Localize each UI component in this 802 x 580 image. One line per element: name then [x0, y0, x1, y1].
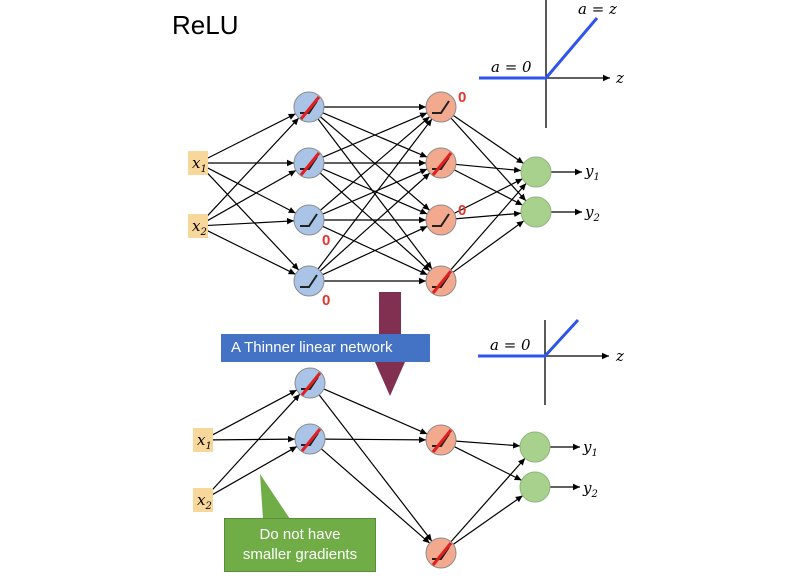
edge-bottom-h2-out	[452, 495, 524, 545]
zero-label-h2-1: 0	[458, 89, 466, 106]
edge-top-in-h1	[204, 117, 300, 220]
edge-bottom-h1-h2	[320, 448, 431, 544]
edge-bottom-h1-h2	[324, 436, 427, 444]
bottom-output-neuron-1	[519, 431, 551, 463]
edge-top-h1-h2	[322, 225, 428, 276]
edge-top-h2-out	[453, 114, 524, 165]
top-hidden1-neuron-3-body	[293, 204, 325, 236]
top-hidden2-neuron-1-body	[425, 91, 457, 123]
active-region-icon	[431, 429, 453, 453]
top-hidden2-neuron-1	[425, 91, 457, 123]
edge-top-in-h1	[206, 169, 297, 222]
top-graph-axis-label-z: z	[615, 69, 624, 87]
zero-label-h2-3: 0	[458, 202, 466, 219]
active-region-icon	[299, 152, 321, 176]
edge-top-in-h1	[206, 113, 296, 160]
edge-top-h2-out	[454, 169, 523, 206]
relu-shape-icon	[300, 213, 318, 227]
top-hidden2-neuron-2	[425, 147, 457, 179]
slide-title: ReLU	[172, 10, 239, 40]
edge-top-h2-out	[450, 117, 527, 202]
edge-top-h2-out	[455, 163, 522, 174]
bottom-input-x1-bg	[193, 428, 213, 452]
bottom-output-label-y2: y2	[582, 479, 598, 500]
edge-top-h1-h2	[320, 116, 430, 211]
edge-top-in-h1	[206, 229, 296, 275]
bottom-hidden2-neuron-2	[425, 537, 457, 569]
bottom-output-label-y1: y1	[582, 438, 598, 459]
network-edges	[204, 103, 582, 545]
callout-line-1: Do not have	[259, 526, 341, 543]
bottom-graph-label-a0: a = 0	[490, 336, 531, 354]
active-region-icon	[300, 372, 322, 396]
top-output-label-y2: y2	[584, 203, 600, 224]
top-hidden2-neuron-4	[425, 265, 457, 297]
edge-bottom-h1-h2	[323, 388, 428, 435]
callout-pointer-icon	[260, 474, 290, 519]
top-input-x1-bg	[188, 151, 208, 175]
top-hidden1-neuron-4	[293, 265, 325, 297]
callout-line-2: smaller gradients	[242, 546, 358, 563]
active-region-icon	[431, 152, 453, 176]
edge-top-in-h1	[206, 167, 296, 214]
bottom-hidden1-neuron-2	[294, 423, 326, 455]
top-hidden2-neuron-3-body	[425, 204, 457, 236]
edge-bottom-h2-out	[450, 457, 526, 543]
bottom-input-x2: x2	[193, 488, 213, 512]
relu-shape-icon	[432, 100, 450, 114]
edge-bottom-in-h1	[209, 393, 301, 494]
top-graph-label-a0: a = 0	[491, 58, 532, 76]
active-region-icon	[431, 542, 453, 566]
edge-bottom-h2-out	[455, 440, 521, 449]
edge-top-h2-out	[455, 210, 522, 220]
edge-bottom-h1-h2	[318, 394, 433, 542]
edge-top-h1-h2	[317, 118, 433, 270]
top-hidden1-neuron-2	[293, 147, 325, 179]
bottom-input-x2-bg	[193, 488, 213, 512]
bottom-output-neuron-2	[519, 471, 551, 503]
top-output-neuron-2	[520, 196, 552, 228]
bottom-hidden2-neuron-1	[425, 424, 457, 456]
top-hidden1-neuron-3	[293, 204, 325, 236]
top-graph-label-az: a = z	[578, 0, 617, 18]
top-hidden2-neuron-3	[425, 204, 457, 236]
top-input-x1: x1	[188, 151, 208, 175]
edge-top-h1-h2	[322, 168, 428, 215]
edge-top-h1-h2	[322, 112, 428, 158]
active-region-icon	[299, 96, 321, 120]
bottom-relu-curve	[478, 318, 580, 358]
edge-bottom-in-h1	[211, 445, 298, 496]
edge-top-h2-out	[450, 182, 527, 271]
top-input-x2-bg	[188, 214, 208, 238]
edge-top-h1-h2	[319, 172, 431, 272]
top-hidden1-neuron-4-body	[293, 265, 325, 297]
top-relu-curve	[479, 17, 599, 80]
bottom-hidden1-neuron-1	[294, 367, 326, 399]
edge-bottom-in-h1	[212, 436, 296, 443]
edge-top-h2-out	[452, 220, 525, 273]
edge-top-in-h1	[204, 169, 300, 271]
active-region-icon	[431, 270, 453, 294]
zero-label-h1-4: 0	[322, 292, 330, 309]
thinner-network-banner: A Thinner linear network	[221, 334, 430, 362]
relu-shape-icon	[300, 274, 318, 288]
zero-label-h1-3: 0	[322, 232, 330, 249]
top-output-label-y1: y1	[584, 162, 600, 183]
top-output-neuron-1	[520, 156, 552, 188]
bottom-input-x1: x1	[193, 428, 213, 452]
relu-shape-icon	[432, 213, 450, 227]
network-nodes: x1 x2 x1 x2	[188, 91, 552, 569]
edge-bottom-h2-out	[454, 446, 522, 481]
edge-top-h2-out	[454, 178, 523, 214]
bottom-graph-axis-label-z: z	[615, 347, 624, 365]
edge-top-in-h1	[207, 217, 295, 227]
active-region-icon	[300, 428, 322, 452]
edge-bottom-in-h1	[211, 389, 298, 436]
top-hidden1-neuron-1	[293, 91, 325, 123]
gradient-callout: Do not have smaller gradients	[224, 518, 376, 572]
top-input-x2: x2	[188, 214, 208, 238]
